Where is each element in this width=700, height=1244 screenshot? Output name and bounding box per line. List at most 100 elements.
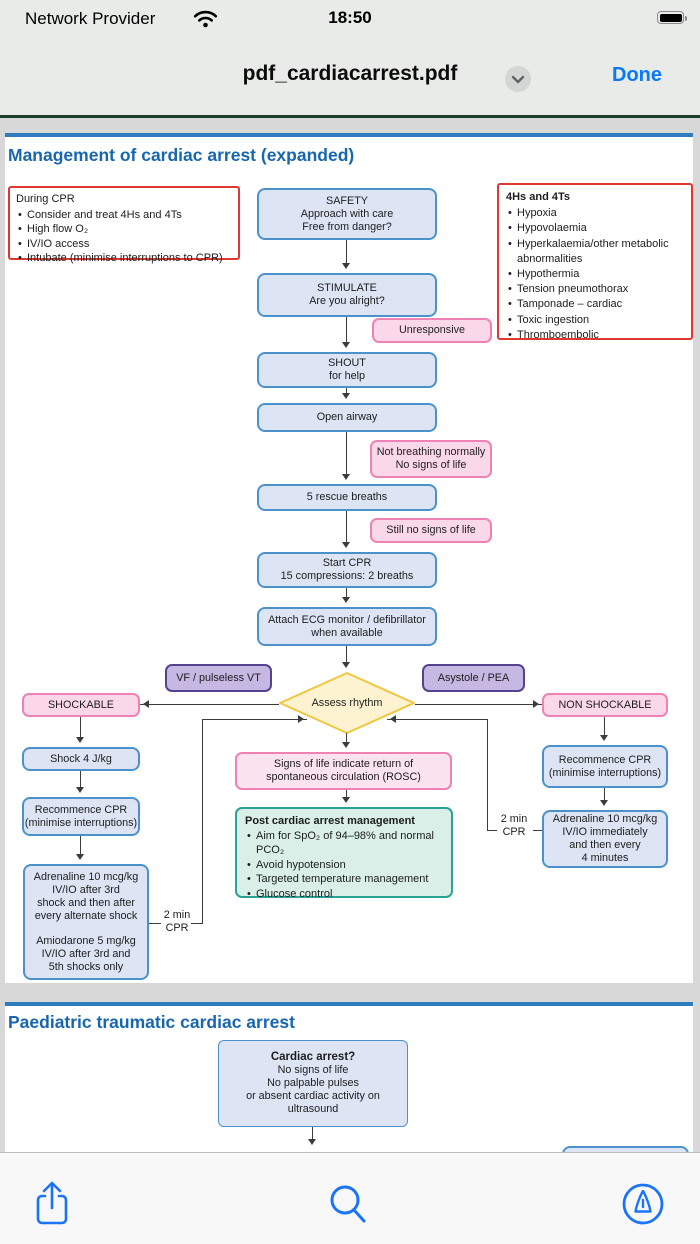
flow-line [487, 830, 497, 831]
start-cpr-box: Start CPR 15 compressions: 2 breaths [257, 552, 437, 588]
box-line: SHOUT [328, 357, 366, 369]
box-line: Still no signs of life [386, 524, 476, 536]
flow-line [149, 923, 161, 924]
markup-icon [622, 1183, 664, 1225]
search-button[interactable] [323, 1179, 373, 1229]
box-line: when available [311, 626, 383, 639]
flow-arrow [342, 733, 351, 748]
label-line: 2 min [163, 909, 191, 921]
box-line: Not breathing normally [376, 446, 486, 458]
flow-arrow [342, 511, 351, 548]
flow-arrow [342, 588, 351, 603]
section-bar [5, 1002, 693, 1006]
bullet-item: Hypoxia [506, 206, 557, 221]
box-title: 4Hs and 4Ts [506, 191, 570, 203]
bullet-item: Consider and treat 4Hs and 4Ts [16, 208, 182, 223]
clock: 18:50 [328, 8, 372, 27]
flow-arrow [600, 788, 609, 806]
box-line: IV/IO after 3rd and [41, 947, 131, 960]
label-line: CPR [165, 922, 189, 934]
box-line: (minimise interruptions) [24, 816, 138, 829]
box-line: Signs of life indicate return of [273, 758, 414, 770]
flow-arrow [76, 717, 85, 743]
box-line: every alternate shock [34, 909, 138, 922]
asystole-pea-box: Asystole / PEA [422, 664, 525, 692]
box-line: ultrasound [287, 1103, 339, 1115]
share-button[interactable] [27, 1179, 77, 1229]
bullet-item: Intubate (minimise interruptions to CPR) [16, 251, 223, 266]
flow-arrow [342, 240, 351, 269]
adrenaline-right-box: Adrenaline 10 mcg/kg IV/IO immediately a… [542, 810, 668, 868]
box-line: spontaneous circulation (ROSC) [266, 771, 421, 783]
bullet-item: Glucose control [245, 887, 332, 902]
carrier-label: Network Provider [25, 9, 156, 28]
box-line: IV/IO after 3rd [52, 883, 120, 896]
page-title: Paediatric traumatic cardiac arrest [8, 1012, 295, 1032]
box-line: (minimise interruptions) [548, 766, 662, 779]
done-button[interactable]: Done [612, 64, 662, 86]
label-line: 2 min [500, 813, 528, 825]
navigation-bar: Network Provider 18:50 pdf_cardiacarrest… [0, 0, 700, 115]
box-line: Amiodarone 5 mg/kg [36, 934, 136, 947]
box-line: SAFETY [326, 194, 368, 207]
bullet-item: Aim for SpO₂ of 94–98% and normal PCO₂ [245, 829, 443, 858]
flow-arrow [342, 317, 351, 348]
flow-arrow [342, 388, 351, 399]
bullet-item: Toxic ingestion [506, 313, 589, 328]
flow-arrow [600, 717, 609, 741]
box-line: Adrenaline 10 mcg/kg [552, 813, 658, 825]
shout-box: SHOUT for help [257, 352, 437, 388]
flow-line [533, 830, 542, 831]
adrenaline-left-box: Adrenaline 10 mcg/kg IV/IO after 3rd sho… [23, 864, 149, 980]
shock-dose-box: Shock 4 J/kg [22, 747, 140, 771]
flow-arrow [342, 790, 351, 803]
box-line: shock and then after [37, 896, 135, 909]
bullet-item: Targeted temperature management [245, 872, 428, 887]
box-line: Open airway [316, 411, 378, 423]
flow-arrow [342, 646, 351, 668]
box-line: Free from danger? [302, 220, 392, 233]
box-title: During CPR [16, 193, 75, 205]
assess-rhythm-diamond: Assess rhythm [279, 672, 415, 734]
box-line: Asystole / PEA [437, 671, 510, 684]
flow-arrow [140, 700, 279, 709]
box-line: Start CPR [322, 557, 372, 569]
box-line: Are you alright? [309, 295, 385, 307]
safety-box: SAFETY Approach with care Free from dang… [257, 188, 437, 240]
shockable-box: SHOCKABLE [22, 693, 140, 717]
rescue-breaths-box: 5 rescue breaths [257, 484, 437, 511]
box-line: for help [328, 370, 365, 382]
box-line: Attach ECG monitor / defibrillator [268, 613, 426, 626]
still-no-signs-box: Still no signs of life [370, 518, 492, 543]
flow-line [487, 719, 488, 830]
bullet-item: Hyperkalaemia/other metabolic abnormalit… [506, 237, 684, 267]
box-line: 5 rescue breaths [306, 491, 388, 503]
box-line: Shock 4 J/kg [50, 752, 112, 765]
unresponsive-box: Unresponsive [372, 318, 492, 343]
box-line: Approach with care [300, 207, 394, 220]
nav-divider [0, 115, 700, 118]
box-line: NON SHOCKABLE [558, 698, 652, 711]
bullet-item: Hypovolaemia [506, 221, 587, 236]
box-line: Recommence CPR [34, 803, 128, 816]
bottom-toolbar [0, 1152, 700, 1244]
box-line: No palpable pulses [267, 1077, 359, 1089]
box-line: VF / pulseless VT [176, 671, 261, 684]
bullet-item: Hypothermia [506, 267, 579, 282]
box-line: No signs of life [277, 1064, 349, 1076]
markup-button[interactable] [618, 1179, 668, 1229]
flow-arrow [76, 771, 85, 793]
bullet-item: Avoid hypotension [245, 858, 346, 873]
box-line: Adrenaline 10 mcg/kg [33, 870, 139, 883]
label-line: CPR [502, 826, 526, 838]
two-min-cpr-label-left: 2 min CPR [158, 909, 196, 935]
bullet-item: IV/IO access [16, 237, 89, 252]
flow-arrow [387, 715, 487, 724]
chevron-down-icon[interactable] [505, 66, 531, 92]
stimulate-box: STIMULATE Are you alright? [257, 273, 437, 317]
box-line: and then every [569, 839, 641, 851]
flow-arrow [308, 1127, 317, 1145]
bullet-item: Tamponade – cardiac [506, 297, 622, 312]
box-line: No signs of life [395, 459, 467, 471]
